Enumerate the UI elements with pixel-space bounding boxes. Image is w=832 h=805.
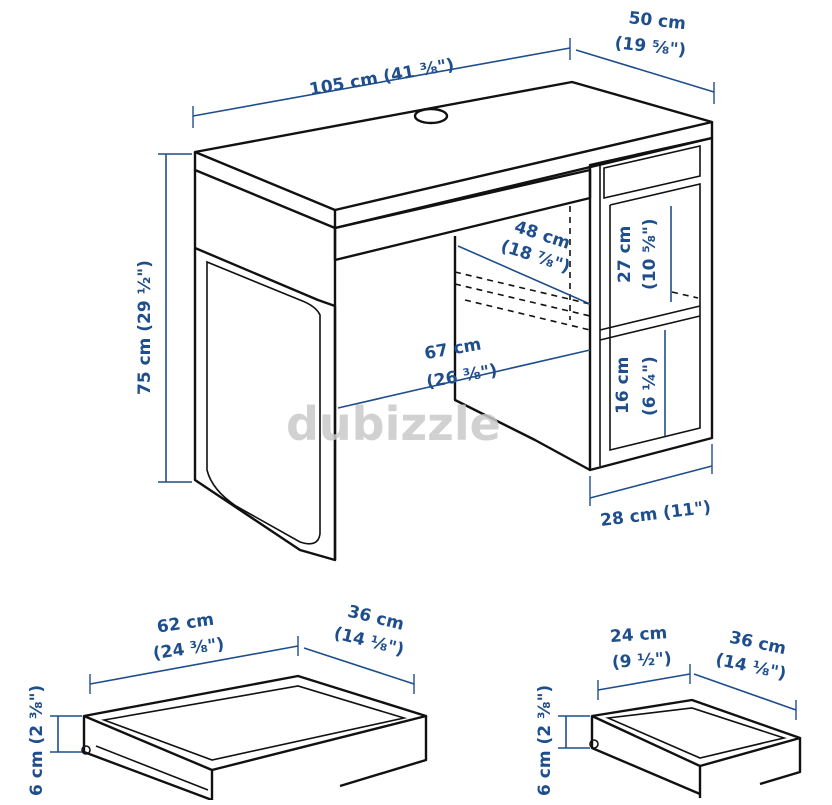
cabinet-dash [671,291,699,299]
large-drawer-depth-line [303,647,415,685]
compartment-back [453,236,591,472]
lower-height-cm: 16 cm [613,357,633,414]
left-leg-cutout [206,260,321,545]
small-drawer-width-cm: 24 cm [609,623,668,647]
cabinet-opening [609,182,701,452]
leg-space-cm: 67 cm [423,334,483,364]
large-drawer-width-cm: 62 cm [156,610,216,638]
large-drawer-drawing [81,674,428,802]
small-drawer-right-side [759,738,802,786]
cabinet-shelf [599,305,701,331]
inner-shelf-dash-1 [454,271,591,305]
desk-drawing [193,80,714,562]
width-dimension-line [192,47,571,117]
large-drawer-inner-rim [100,685,408,761]
small-drawer-inner-rim [604,707,787,759]
large-drawer-top-rim [82,674,428,772]
depth-dimension-line [575,49,715,93]
desk-depth-cm: 50 cm [628,8,687,34]
large-drawer-left-side [82,716,213,802]
small-drawer-dimensions: 24 cm (9 ½") 36 cm (14 ⅛") 6 cm (2 ⅜") [535,623,797,796]
leg-space-in: (26 ⅜") [425,361,499,393]
desk-height-label: 75 cm (29 ½") [135,260,155,395]
watermark-logo: dubizzle [286,397,501,451]
small-drawer-width-in: (9 ½") [611,649,672,673]
small-drawer-left-side [590,716,701,796]
small-drawer-height: 6 cm (2 ⅜") [535,685,555,796]
small-drawer-width-line [597,673,691,691]
large-drawer-width-in: (24 ⅜") [152,634,226,664]
large-drawer-runner-wheel [81,745,91,755]
cabinet-shelf-edge [599,315,701,341]
small-drawer-depth-line [693,673,797,711]
desk-depth-in: (19 ⅝") [614,33,687,60]
lower-height-in: (6 ¼") [640,356,660,416]
shelf-height-in: (10 ⅝") [640,218,660,290]
inner-shelf-dash-2 [454,283,591,317]
inner-depth-line [457,245,591,305]
cabinet-width-label: 28 cm (11") [599,498,712,531]
desk-dimensions: 105 cm (41 ⅜") 50 cm (19 ⅝") 75 cm (29 ½… [135,8,715,531]
inner-shelf-dash-3 [464,299,591,331]
left-panel-top [193,170,336,308]
small-drawer-runner-wheel [589,739,599,749]
large-drawer-width-line [89,645,299,685]
leg-space-line [337,349,591,409]
cable-hole [413,107,449,125]
large-drawer-right-side [339,716,428,788]
shelf-height-cm: 27 cm [615,226,635,283]
cabinet-drawer [603,144,701,200]
cabinet-front [588,136,714,472]
large-drawer-height: 6 cm (2 ⅜") [27,685,47,796]
large-drawer-runner [95,745,209,791]
cabinet-width-line [589,465,713,499]
small-drawer-drawing [589,698,802,798]
desk-width-label: 105 cm (41 ⅜") [308,55,456,100]
